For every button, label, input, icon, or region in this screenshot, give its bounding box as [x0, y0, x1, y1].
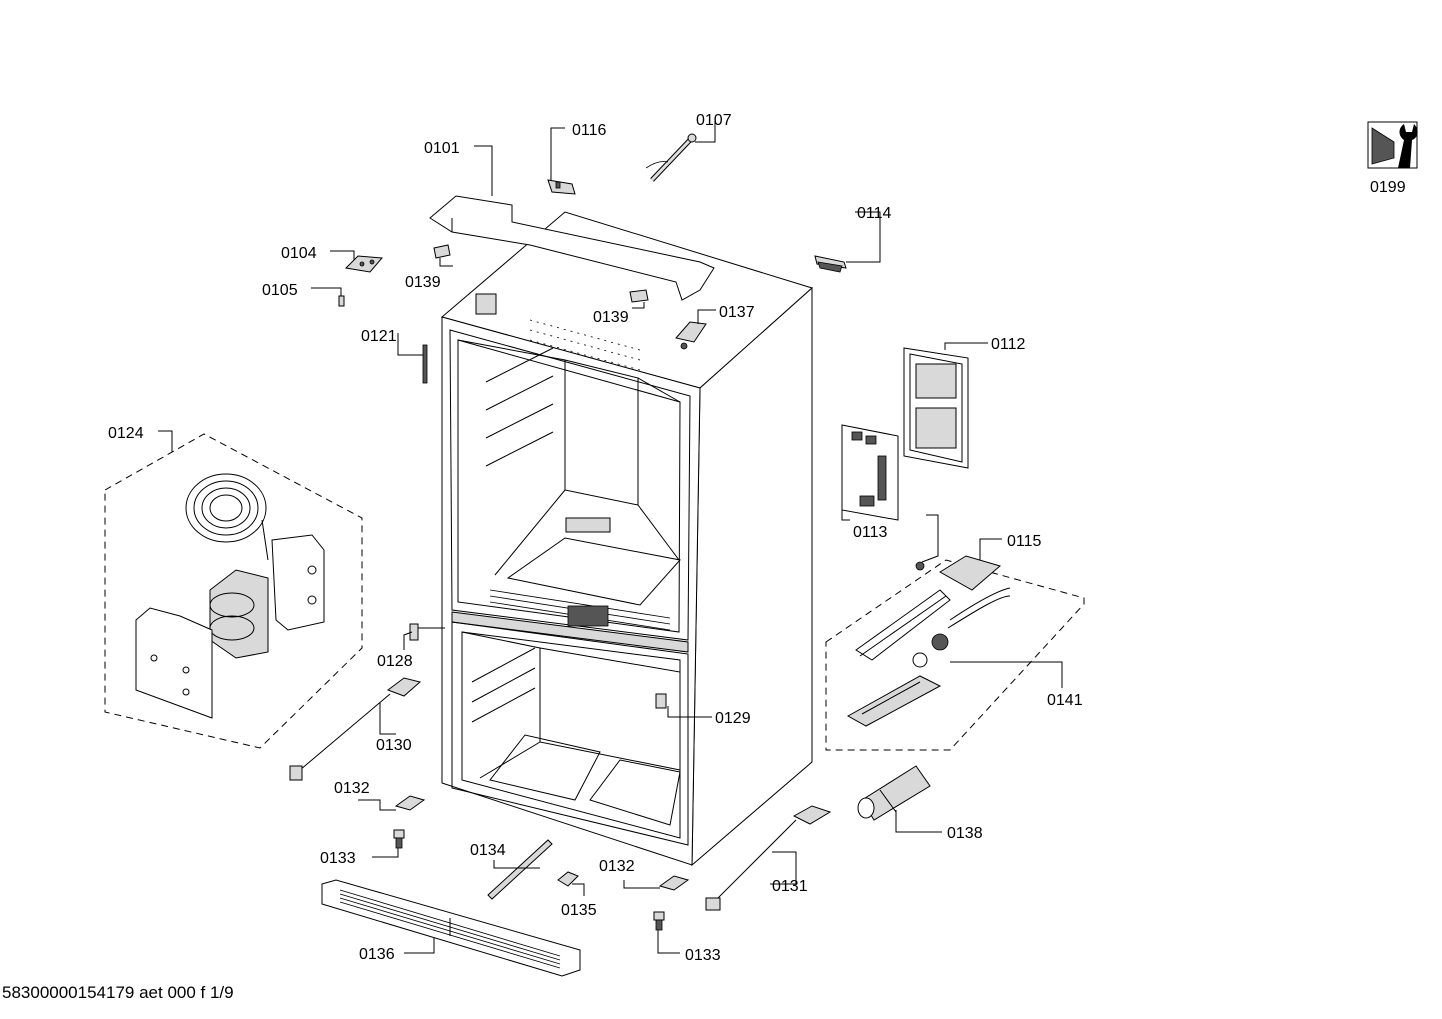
callout-0139: 0139: [405, 274, 441, 291]
callout-0105: 0105: [262, 282, 298, 299]
callout-0115: 0115: [1007, 533, 1042, 550]
service-tool-label: 0199: [1370, 179, 1406, 196]
bracket-part-0132-b: [658, 875, 690, 891]
leader-lines: [158, 118, 1063, 954]
callout-0116: 0116: [572, 122, 607, 139]
strip-part-0134: [487, 839, 553, 900]
callout-0104: 0104: [281, 245, 317, 262]
callout-0101: 0101: [424, 140, 460, 157]
callout-0132-b: 0132: [599, 858, 635, 875]
service-tool-icon: [1367, 121, 1418, 169]
top-cover-rail: [429, 195, 715, 301]
callout-0136: 0136: [359, 946, 395, 963]
callout-labels: 0101 0116 0107 0114 0104 0139 0105 0139 …: [108, 112, 1406, 964]
module-part-0130: [289, 677, 422, 781]
callout-0124: 0124: [108, 425, 144, 442]
clip-part-0139-b: [629, 289, 649, 303]
pin-part-0105: [338, 295, 345, 307]
water-valve-assembly-0124: [104, 433, 363, 749]
callout-0112: 0112: [991, 336, 1026, 353]
water-filter-0138: [857, 765, 931, 821]
module-part-0131: [705, 805, 832, 911]
callout-0135: 0135: [561, 902, 597, 919]
callout-0141: 0141: [1047, 692, 1083, 709]
sensor-part-0107: [645, 133, 697, 182]
hinge-part-0104: [344, 255, 384, 273]
strip-part-0121: [422, 344, 428, 384]
leveling-foot-0133-a: [393, 829, 405, 849]
clip-part-0139-a: [433, 244, 451, 259]
bracket-part-0132-a: [394, 795, 426, 811]
document-id: 58300000154179 aet 000 f 1/9: [2, 983, 234, 1002]
callout-0107: 0107: [696, 112, 732, 129]
callout-0137: 0137: [719, 304, 755, 321]
callout-0130: 0130: [376, 737, 412, 754]
callout-0113: 0113: [853, 524, 888, 541]
callout-0133-b: 0133: [685, 947, 721, 964]
callout-0129: 0129: [715, 710, 751, 727]
callout-0139-b: 0139: [593, 309, 629, 326]
callout-0121: 0121: [361, 328, 397, 345]
callout-0132: 0132: [334, 780, 370, 797]
toe-grille-0136: [321, 879, 581, 977]
callout-0138: 0138: [947, 825, 983, 842]
bracket-part-0116: [547, 179, 576, 195]
refrigerator-cabinet: [440, 211, 813, 867]
ice-maker-assembly-0115: [825, 555, 1085, 751]
callout-0133: 0133: [320, 850, 356, 867]
hinge-bracket-0114: [814, 255, 847, 273]
clip-part-0135: [557, 871, 579, 887]
sensor-part-0128: [409, 623, 445, 641]
hinge-part-0137: [675, 321, 707, 350]
leveling-foot-0133-b: [653, 911, 665, 931]
sensor-part-0129: [655, 693, 667, 709]
callout-0134: 0134: [470, 842, 506, 859]
panel-part-0112: [903, 347, 969, 469]
callout-0131: 0131: [772, 878, 808, 895]
callout-0128: 0128: [377, 653, 413, 670]
callout-0114: 0114: [857, 205, 892, 222]
control-board-0113: [841, 424, 899, 521]
